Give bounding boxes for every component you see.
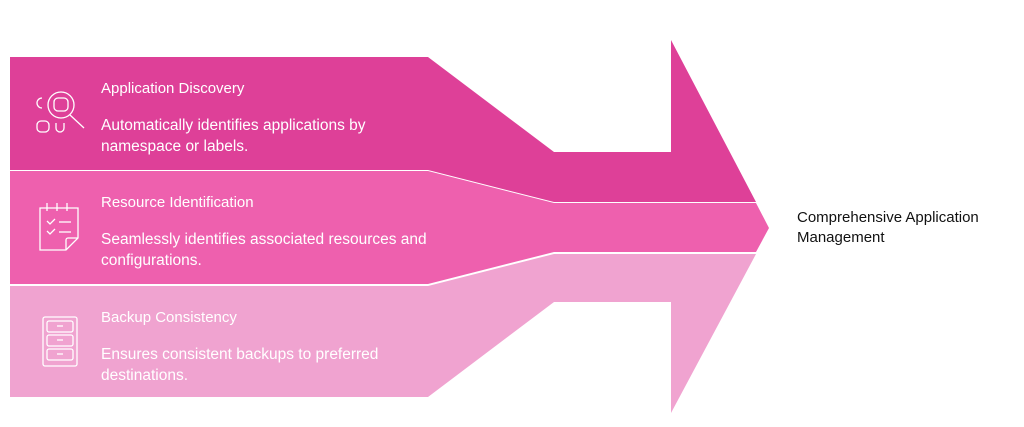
- file-cabinet-icon: [42, 316, 78, 367]
- stage-description: Seamlessly identifies associated resourc…: [101, 231, 427, 269]
- band-resource-identification: [10, 171, 769, 284]
- stage-description: Automatically identifies applications by…: [101, 117, 366, 155]
- band-application-discovery: [10, 40, 756, 202]
- band-backup-consistency: [10, 254, 756, 413]
- checklist-note-icon: [39, 203, 79, 251]
- stage-title: Backup Consistency: [101, 309, 237, 326]
- stage-title: Application Discovery: [101, 80, 245, 97]
- stage-title: Resource Identification: [101, 194, 254, 211]
- stage-description: Ensures consistent backups to preferred …: [101, 346, 379, 384]
- result-label: Comprehensive Application Management: [797, 209, 979, 246]
- search-discovery-icon: [36, 91, 85, 133]
